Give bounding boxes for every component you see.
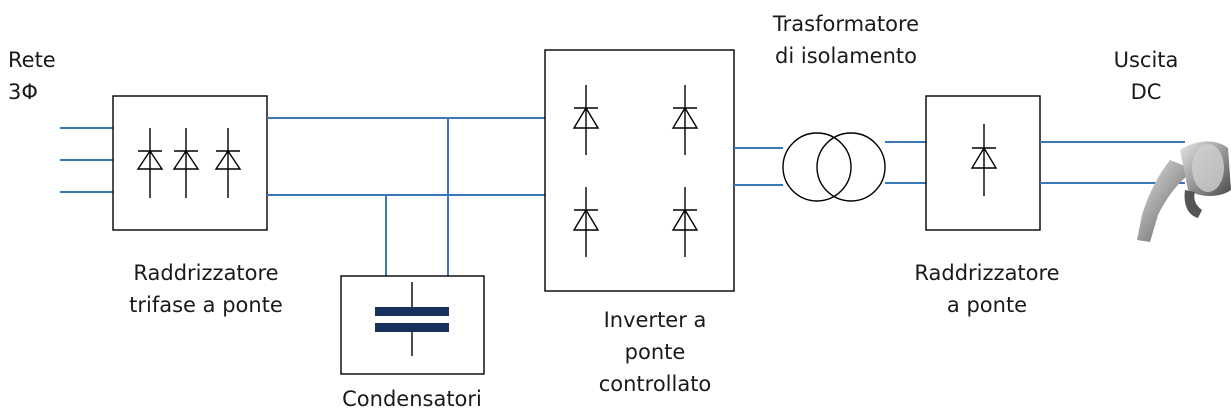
three-phase-rectifier-label-line2: trifase a ponte xyxy=(129,293,283,317)
input-lines xyxy=(60,127,113,193)
inverter-label-line1: Inverter a xyxy=(604,308,707,332)
welding-torch-icon xyxy=(1137,141,1231,242)
thyristor-3-icon xyxy=(572,187,600,257)
inverter-label-line3: controllato xyxy=(599,372,712,396)
capacitor-label: Condensatori xyxy=(342,387,482,411)
input-label-line2: 3Φ xyxy=(8,80,38,104)
thyristor-4-icon xyxy=(671,187,699,257)
inverter-label-line2: ponte xyxy=(625,340,686,364)
diode-1-icon xyxy=(136,128,164,198)
diode-3-icon xyxy=(214,128,242,198)
diode-out-icon xyxy=(970,124,998,196)
diode-2-icon xyxy=(172,128,200,198)
capacitor-plate-bottom xyxy=(375,323,449,332)
transformer-label-line2: di isolamento xyxy=(775,44,917,68)
input-label-line1: Rete xyxy=(8,48,56,72)
output-label-line2: DC xyxy=(1131,80,1162,104)
thyristor-2-icon xyxy=(671,85,699,155)
dc-bus xyxy=(267,117,545,276)
inverter-to-transformer-wires xyxy=(734,147,783,186)
thyristor-1-icon xyxy=(572,85,600,155)
output-rectifier-label-line2: a ponte xyxy=(947,293,1027,317)
transformer-label-line1: Trasformatore xyxy=(772,12,919,36)
three-phase-rectifier-label-line1: Raddrizzatore xyxy=(133,261,278,285)
capacitor-plate-top xyxy=(375,307,449,316)
output-label-line1: Uscita xyxy=(1114,48,1179,72)
three-phase-rectifier xyxy=(112,95,268,231)
output-bridge-rectifier xyxy=(925,95,1041,231)
capacitor-bank xyxy=(340,275,485,375)
isolation-transformer-icon xyxy=(782,132,886,202)
transformer-to-rectifier-wires xyxy=(885,141,926,184)
output-rectifier-label-line1: Raddrizzatore xyxy=(914,261,1059,285)
controlled-bridge-inverter xyxy=(544,49,735,292)
